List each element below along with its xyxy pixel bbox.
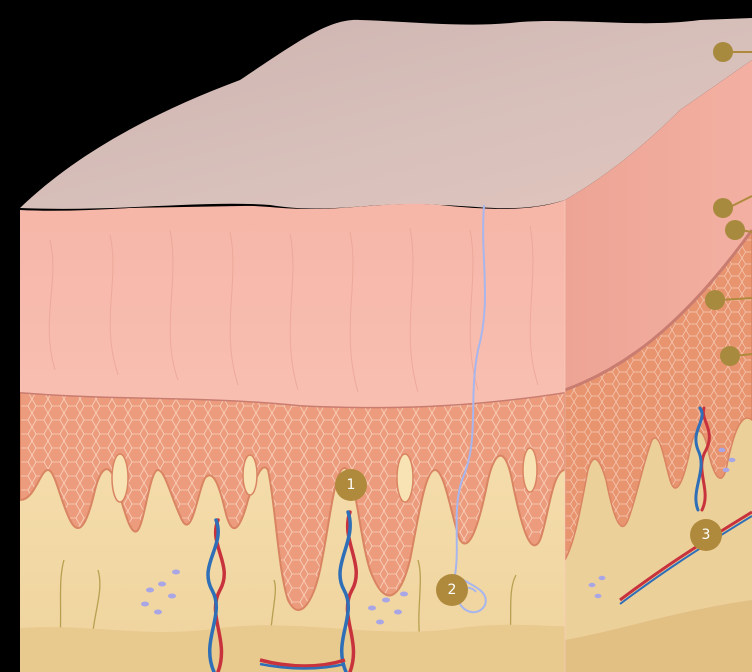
front-face	[0, 200, 600, 672]
numbered-marker-label: 1	[347, 477, 356, 493]
numbered-marker-label: 2	[448, 582, 457, 598]
pointer-marker-icon	[705, 290, 725, 310]
numbered-marker-1[interactable]: 1	[335, 469, 367, 501]
pointer-marker-icon	[720, 346, 740, 366]
numbered-marker-label: 3	[702, 527, 711, 543]
numbered-marker-2[interactable]: 2	[436, 574, 468, 606]
pointer-marker-icon	[713, 198, 733, 218]
pointer-marker-icon	[725, 220, 745, 240]
numbered-marker-3[interactable]: 3	[690, 519, 722, 551]
pointer-marker-icon	[713, 42, 733, 62]
